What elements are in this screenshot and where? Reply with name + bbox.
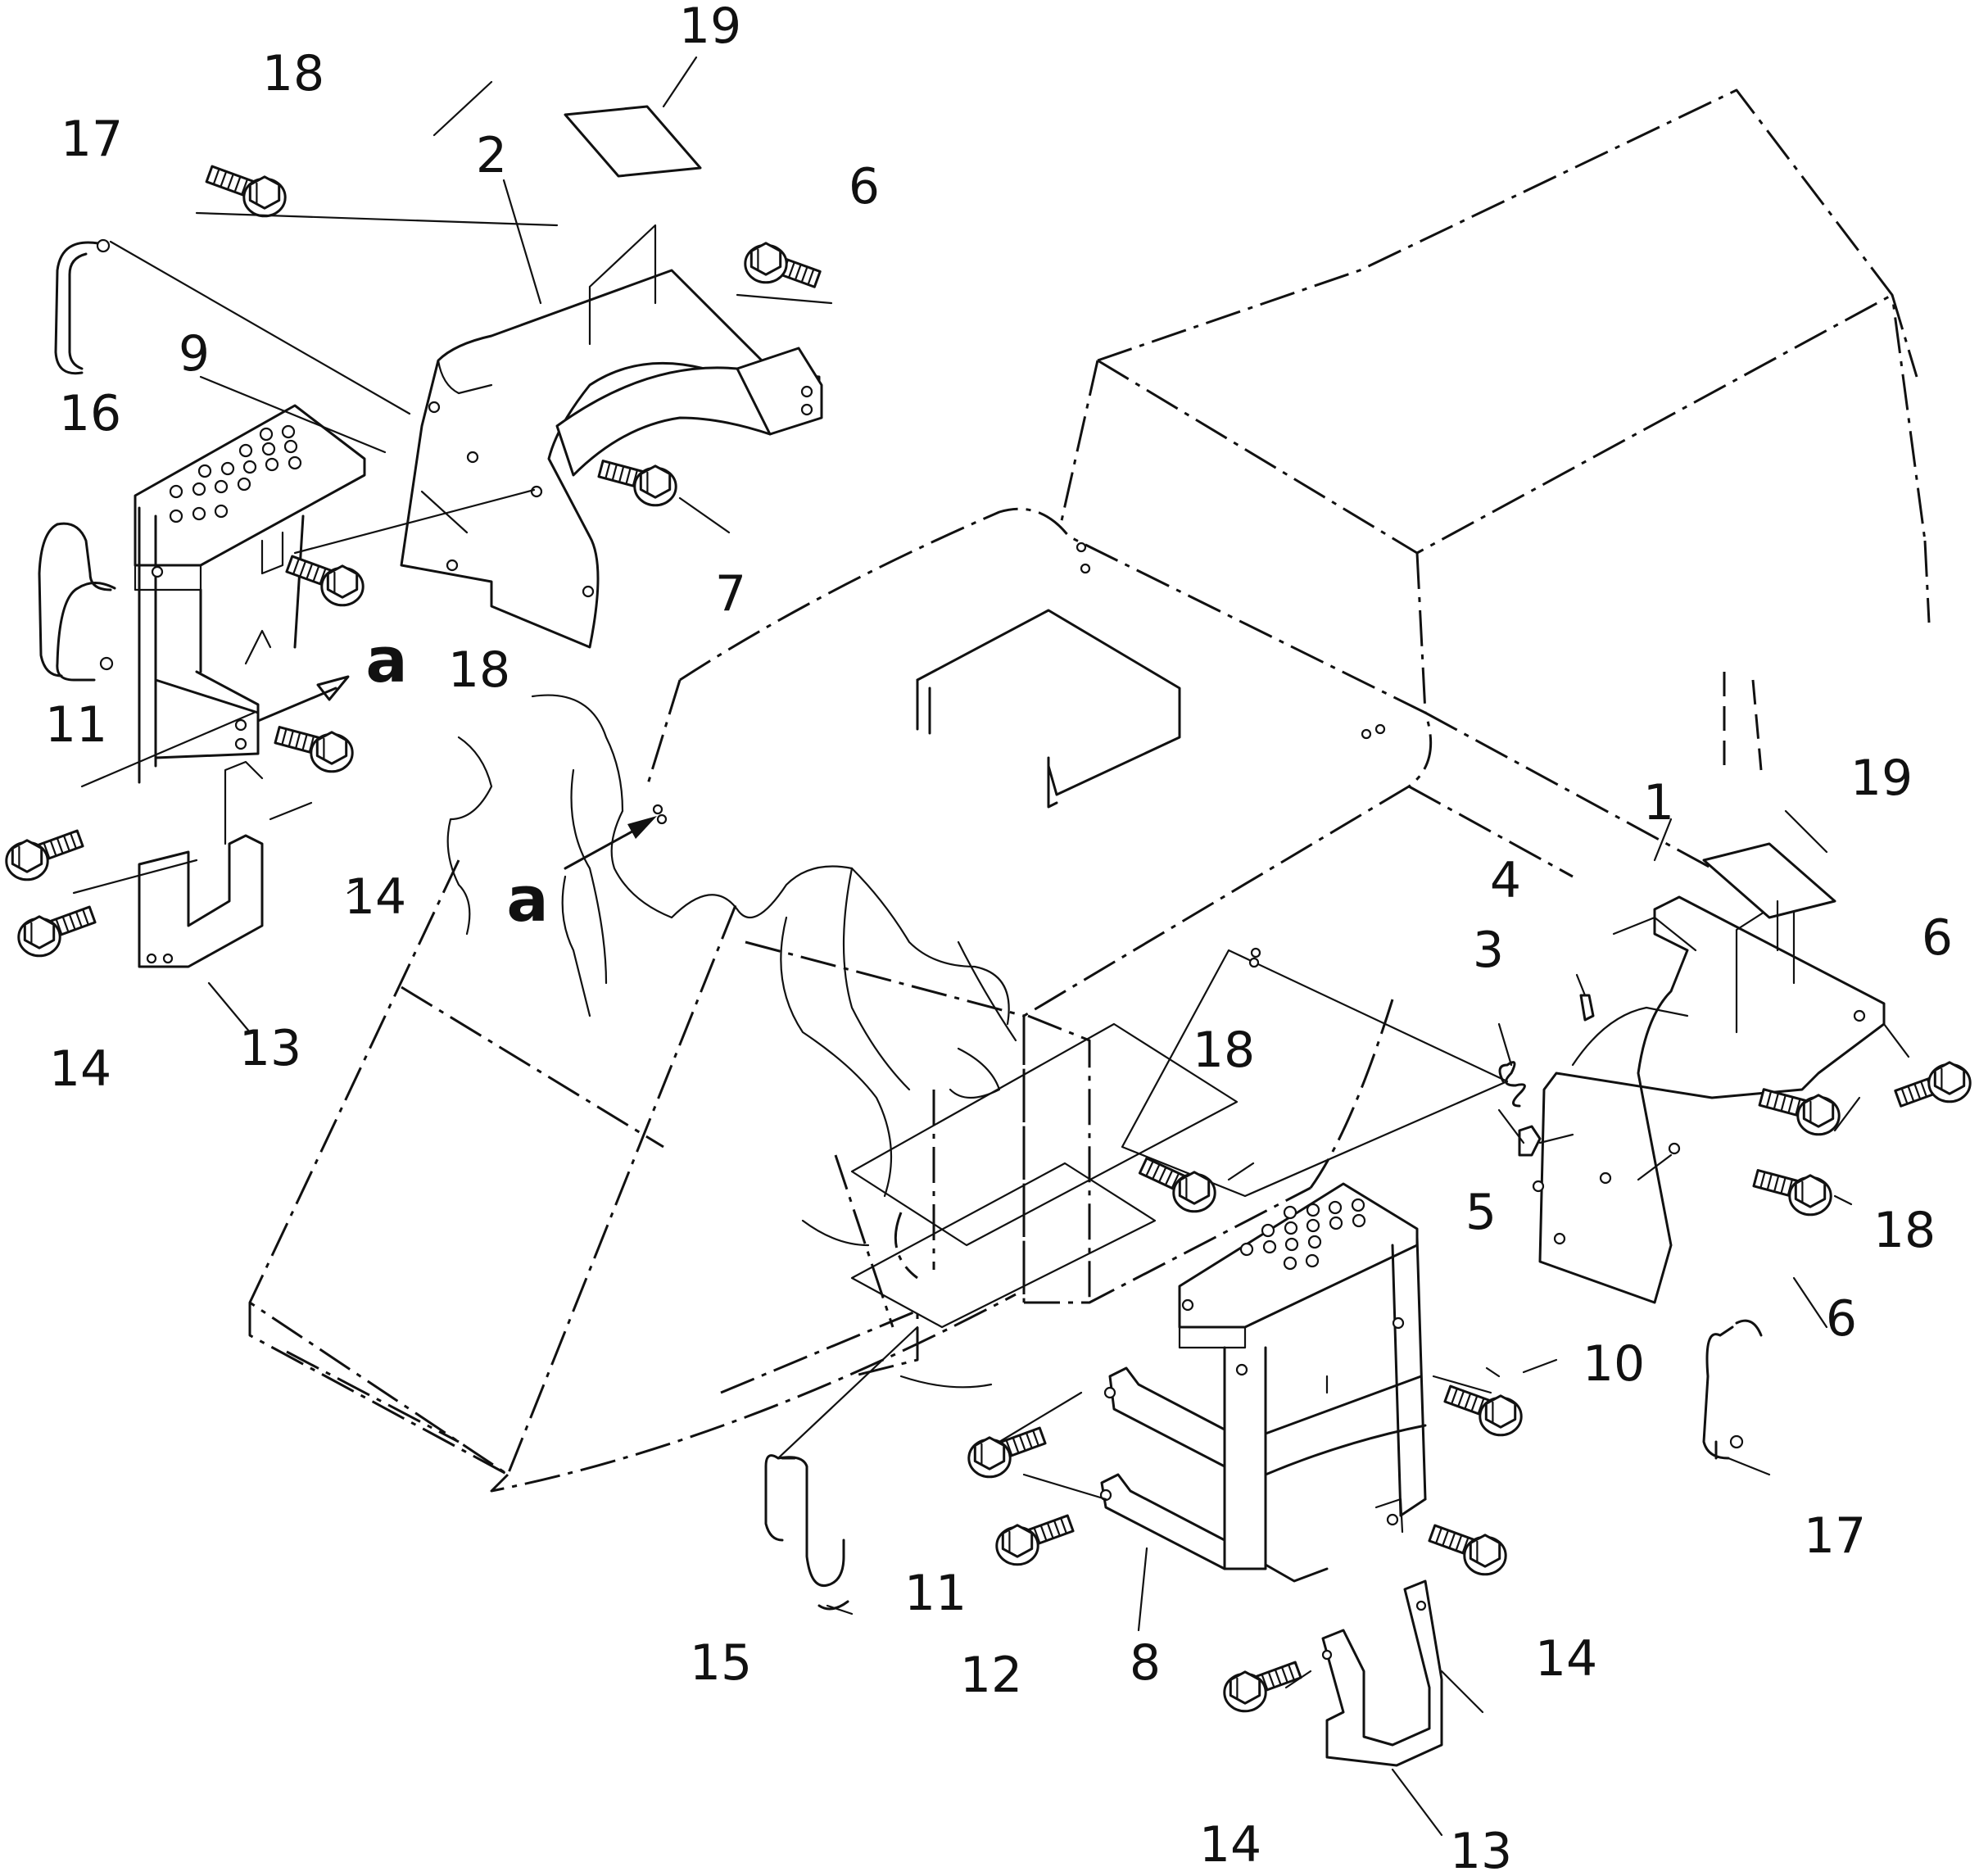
callout-18-center: 18 [1193, 1022, 1255, 1079]
bolt-6 [274, 726, 354, 773]
bolt-16 [1223, 1661, 1302, 1713]
bolt-12 [1443, 1384, 1523, 1437]
right-bracket-13 [1321, 1579, 1443, 1767]
small-parts [1498, 994, 1595, 1157]
operator-outline [446, 694, 1017, 1389]
callout-14-upper-left: 14 [344, 868, 406, 926]
bolts [5, 165, 1972, 1713]
callout-2: 2 [476, 127, 507, 184]
callout-1: 1 [1643, 774, 1674, 832]
callout-16: 16 [59, 385, 121, 442]
leader-lines [72, 56, 1910, 1837]
callout-7: 7 [715, 565, 746, 623]
machine-body-phantom [248, 88, 1931, 1493]
callout-3: 3 [1473, 922, 1504, 979]
view-mark-a-center: a [506, 863, 548, 936]
left-step [134, 404, 366, 784]
right-fender-bracket [1532, 891, 1886, 1304]
callout-17-left: 17 [61, 111, 123, 168]
left-step-holes [169, 424, 302, 523]
left-bracket-13 [138, 760, 264, 968]
callout-13-right: 13 [1450, 1823, 1512, 1876]
callout-17-right: 17 [1804, 1507, 1866, 1565]
callout-12: 12 [960, 1647, 1022, 1704]
callout-8: 8 [1130, 1634, 1161, 1692]
deck-plates [652, 542, 1509, 1329]
callout-14-lower-left: 14 [49, 1040, 111, 1098]
bolt-14 [995, 1514, 1075, 1566]
callout-numbers: 1 2 3 4 5 6 6 6 7 8 9 10 11 11 12 13 13 … [45, 0, 1953, 1876]
bolt-2 [744, 242, 822, 288]
bolt-9 [1894, 1061, 1972, 1108]
callout-18-right: 18 [1873, 1202, 1936, 1259]
right-step-holes [1239, 1198, 1366, 1271]
callout-18-middle: 18 [448, 641, 510, 699]
view-mark-a-left: a [365, 623, 407, 696]
left-fender-bracket [400, 224, 823, 649]
bolt-8 [1138, 1157, 1216, 1213]
callout-11-right: 11 [904, 1565, 967, 1622]
callout-6-lower: 6 [1826, 1290, 1857, 1348]
callout-18-top: 18 [262, 45, 324, 102]
bolt-15 [1428, 1524, 1507, 1576]
callout-9: 9 [179, 325, 210, 383]
callout-4: 4 [1490, 852, 1521, 909]
bolt-10 [1758, 1088, 1841, 1136]
callout-6-top: 6 [849, 158, 880, 215]
callout-6-right: 6 [1922, 909, 1953, 967]
bolt-1 [205, 165, 287, 218]
bolt-3 [597, 460, 677, 507]
view-marks: a a [365, 623, 657, 936]
callout-14-right: 14 [1535, 1630, 1597, 1688]
callout-13-left: 13 [239, 1020, 301, 1077]
callout-11-left: 11 [45, 696, 107, 754]
right-step [1099, 1182, 1427, 1583]
callout-14-bottom: 14 [1199, 1816, 1261, 1874]
labels-19 [564, 105, 1836, 952]
callout-19-top: 19 [679, 0, 741, 55]
bolt-5 [5, 829, 84, 881]
bolt-11 [1752, 1169, 1832, 1217]
callout-15: 15 [690, 1634, 752, 1692]
bolt-13 [967, 1426, 1047, 1479]
bolt-4 [285, 555, 365, 607]
handrails [38, 238, 1763, 1611]
callout-5: 5 [1465, 1184, 1497, 1241]
callout-19-right: 19 [1850, 750, 1913, 807]
callout-10: 10 [1583, 1335, 1645, 1393]
bolt-7 [17, 905, 97, 958]
